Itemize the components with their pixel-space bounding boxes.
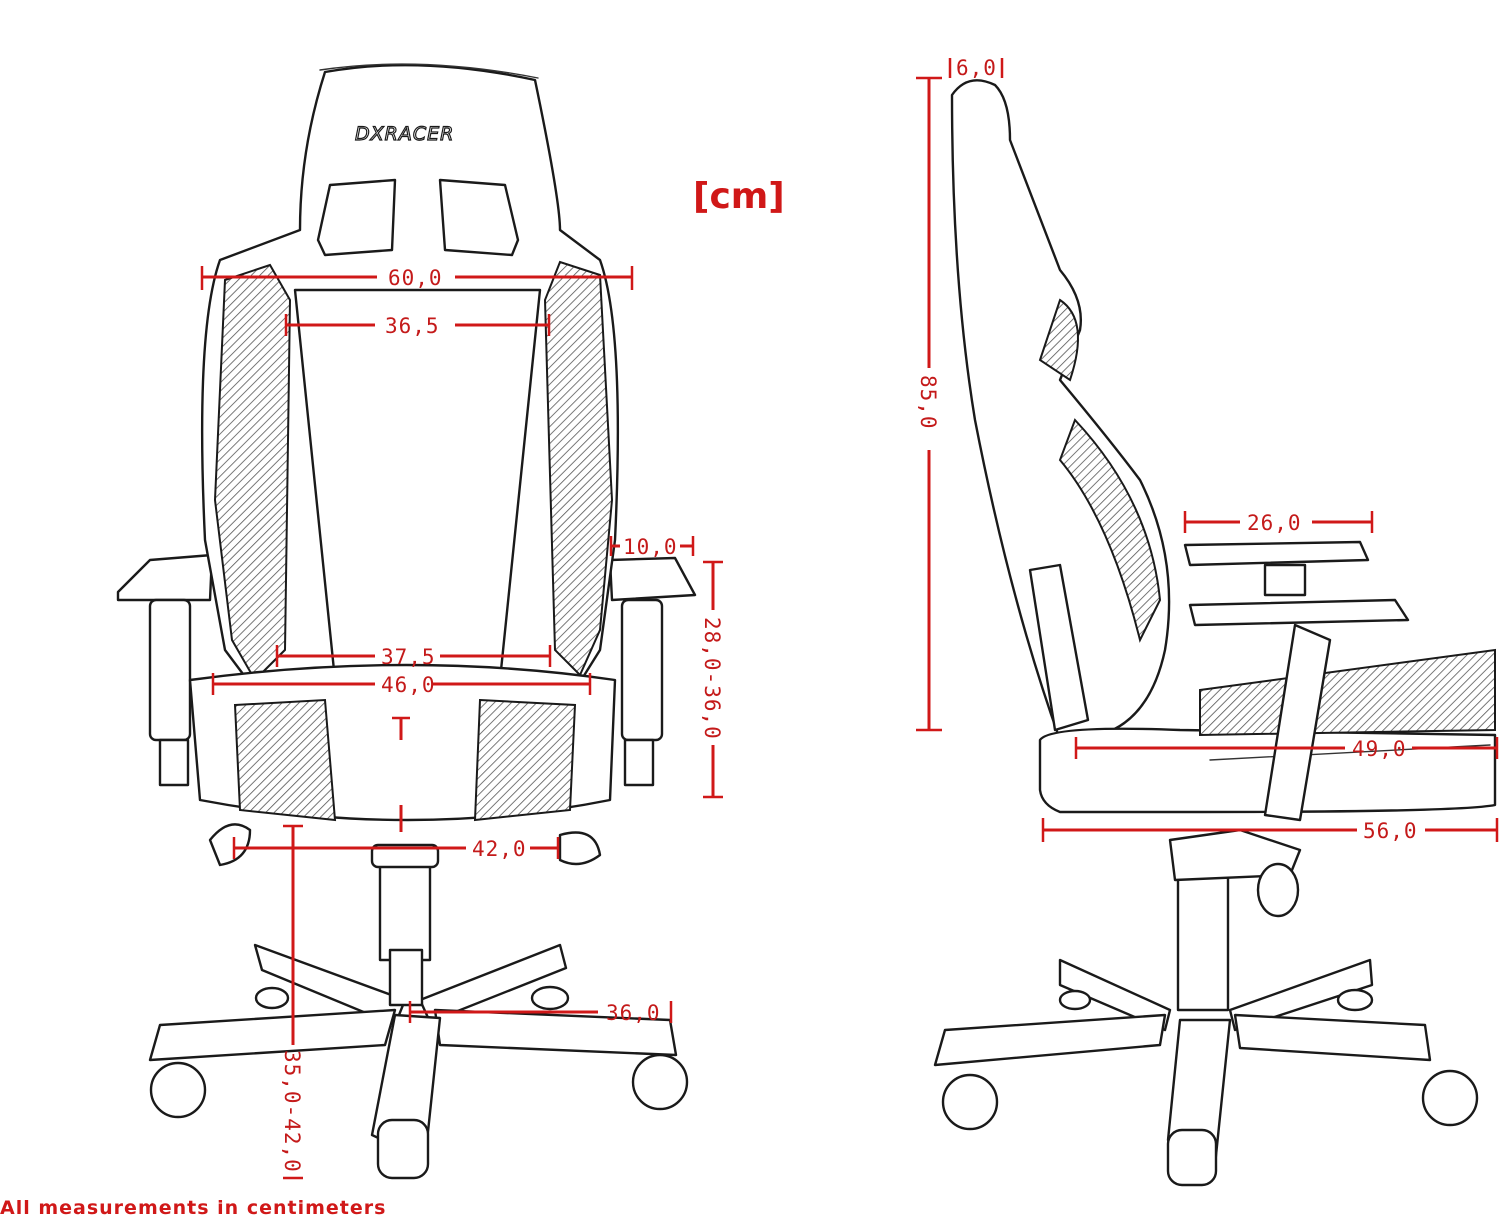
dim-backrest-thickness: [948, 58, 1004, 78]
brand-logo: DXRACER: [355, 123, 454, 145]
label-backrest-thickness: 6,0: [956, 56, 997, 80]
side-view-chair: [933, 79, 1497, 1187]
dim-armrest-length: [1183, 511, 1374, 533]
dimension-lines: [200, 58, 1499, 1180]
label-total-depth: 56,0: [1363, 819, 1418, 843]
dimension-labels: [cm] 60,0 36,5 10,0 28,0-36,0 37,5 46,0 …: [280, 56, 1418, 1173]
label-backrest-height: 85,0: [916, 375, 940, 430]
label-base-radius: 36,0: [606, 1001, 661, 1025]
side-armrest: [1183, 540, 1410, 822]
label-seat-depth: 49,0: [1352, 737, 1407, 761]
footnote: All measurements in centimeters: [0, 1197, 387, 1219]
dim-seat-bolster: [392, 716, 410, 832]
front-seat: [188, 663, 617, 867]
front-base: [148, 943, 689, 1180]
front-armrests: [116, 553, 697, 787]
dim-seat-depth: [1074, 737, 1499, 759]
side-seat: [1038, 648, 1497, 814]
label-seat-back-width: 37,5: [381, 645, 436, 669]
dim-seat-front-width: [232, 837, 560, 859]
label-backrest-width: 60,0: [388, 266, 443, 290]
label-seat-front-width: 42,0: [472, 837, 527, 861]
front-view-chair: DXRACER: [116, 63, 697, 1180]
dim-armrest-width: [609, 536, 695, 556]
front-gas-lift: [370, 843, 440, 1007]
label-seat-width: 46,0: [381, 673, 436, 697]
label-seat-height: 35,0-42,0: [280, 1050, 304, 1173]
dim-seat-height: [283, 824, 303, 1180]
unit-label: [cm]: [693, 176, 785, 217]
dim-backrest-width: [200, 266, 634, 290]
side-gas-lift: [1168, 828, 1302, 1012]
dim-total-depth: [1041, 818, 1499, 842]
front-backrest: DXRACER: [200, 63, 620, 692]
dim-backrest-inner-width: [284, 314, 551, 336]
label-armrest-height: 28,0-36,0: [700, 617, 724, 740]
dim-base-radius: [408, 1001, 673, 1023]
dim-backrest-height: [916, 76, 942, 732]
dim-seat-width: [211, 673, 592, 695]
dim-armrest-height: [703, 560, 723, 799]
side-base: [933, 958, 1479, 1187]
label-backrest-inner-width: 36,5: [385, 314, 440, 338]
label-armrest-width: 10,0: [623, 535, 678, 559]
dim-seat-back-width: [275, 645, 552, 667]
label-armrest-length: 26,0: [1247, 511, 1302, 535]
side-backrest: [950, 79, 1171, 742]
